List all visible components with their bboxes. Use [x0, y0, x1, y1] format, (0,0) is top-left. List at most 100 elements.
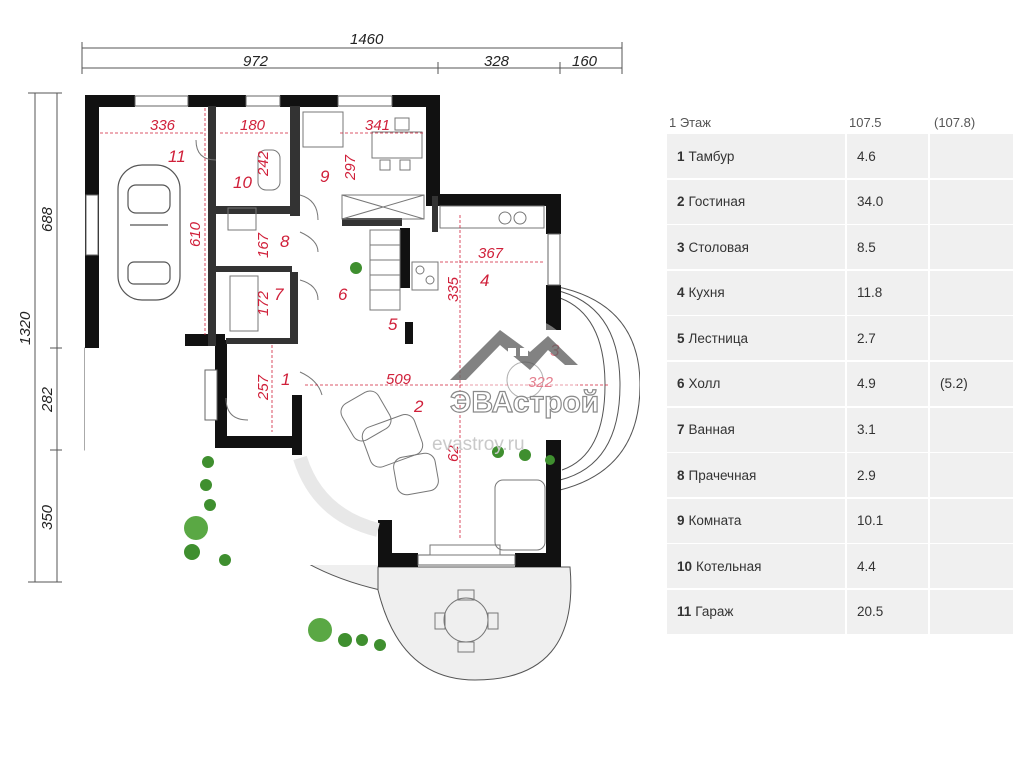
room-number: 3	[677, 239, 685, 255]
room-area-alt-cell	[930, 498, 1013, 543]
room-name: Лестница	[688, 330, 749, 346]
dim-height-part-2: 282	[39, 386, 56, 413]
dim-width-part-3: 160	[572, 53, 598, 70]
room-number: 11	[677, 604, 692, 620]
room-name: Столовая	[688, 239, 749, 255]
room-area: 4.9	[857, 376, 876, 392]
room-area-cell: 8.5	[847, 225, 928, 270]
room-number-10: 10	[233, 173, 252, 192]
total-area-alt: (107.8)	[934, 114, 976, 130]
dim-room-11-height: 610	[187, 221, 204, 247]
room-area: 3.1	[857, 422, 876, 438]
dim-height-part-1: 688	[39, 206, 56, 232]
room-name: Холл	[688, 376, 721, 392]
room-area-alt-cell	[930, 589, 1013, 634]
room-area: 8.5	[857, 239, 876, 255]
room-name: Гостиная	[688, 194, 746, 210]
room-number-6: 6	[338, 285, 348, 304]
windows	[85, 95, 561, 566]
dim-room-2-height: 62	[445, 445, 462, 462]
room-area-cell: 4.4	[847, 544, 928, 589]
floor-plan: 1460 972 328 160 1320 688 282 350	[17, 31, 640, 681]
left-dimensions	[28, 92, 62, 583]
top-dimensions	[81, 42, 623, 74]
room-number: 1	[677, 148, 685, 164]
room-name: Ванная	[688, 422, 735, 438]
room-name: Гараж	[695, 604, 734, 620]
dim-room-7-height: 172	[255, 290, 272, 316]
room-area: 2.9	[857, 467, 876, 483]
room-number-11: 11	[168, 147, 186, 166]
room-number: 8	[677, 467, 685, 483]
doors	[195, 139, 323, 421]
dim-room-4-width: 367	[478, 245, 504, 262]
room-number-2: 2	[413, 397, 424, 416]
room-number: 6	[677, 376, 685, 392]
dim-width-part-2: 328	[484, 53, 510, 70]
dim-room-9-height: 297	[342, 154, 359, 181]
room-area: 11.8	[857, 285, 883, 301]
dim-room-4-height: 335	[445, 276, 462, 302]
room-area-cell: 34.0	[847, 179, 928, 224]
room-area-alt-cell: (5.2)	[930, 361, 1013, 406]
watermark-site: evastroy.ru	[432, 434, 525, 455]
room-number: 4	[677, 285, 685, 301]
dim-width-part-1: 972	[243, 53, 269, 70]
dim-room-11-width: 336	[150, 117, 176, 134]
room-number-4: 4	[480, 271, 489, 290]
dim-total-height: 1320	[17, 311, 34, 345]
dim-room-2-width: 509	[386, 371, 412, 388]
room-number-5: 5	[388, 315, 398, 334]
room-area-cell: 2.9	[847, 453, 928, 498]
room-area-alt-cell	[930, 453, 1013, 498]
room-name: Тамбур	[688, 148, 735, 164]
car-icon	[117, 164, 181, 301]
room-name: Котельная	[696, 558, 762, 574]
room-area: 4.4	[857, 558, 876, 574]
dim-room-9-width: 341	[365, 117, 390, 134]
floor-label: 1 Этаж	[669, 114, 711, 130]
room-area: 34.0	[857, 194, 884, 210]
plant-icons	[184, 262, 555, 651]
room-area-cell: 10.1	[847, 498, 928, 543]
watermark-brand: ЭВАстрой	[450, 386, 599, 419]
room-area-cell: 4.6	[847, 134, 928, 178]
furniture	[227, 111, 546, 653]
dim-room-10-height: 242	[255, 150, 272, 177]
room-area: 10.1	[857, 513, 884, 529]
room-number-8: 8	[280, 232, 290, 251]
dim-room-10-width: 180	[240, 117, 266, 134]
dim-room-8-height: 167	[255, 232, 272, 258]
room-area: 2.7	[857, 330, 876, 346]
room-area-cell: 2.7	[847, 316, 928, 361]
room-name: Прачечная	[688, 467, 757, 483]
room-area-alt-cell	[930, 134, 1013, 178]
room-area: 20.5	[857, 604, 884, 620]
room-area-alt-cell	[930, 407, 1013, 452]
room-area-alt: (5.2)	[940, 376, 968, 392]
legend-header: 1 Этаж 107.5 (107.8)	[667, 110, 1017, 134]
room-name: Кухня	[688, 285, 725, 301]
room-area-cell: 4.9	[847, 361, 928, 406]
room-name: Комната	[688, 513, 742, 529]
room-area-cell: 3.1	[847, 407, 928, 452]
room-area-alt-cell	[930, 179, 1013, 224]
room-area-alt-cell	[930, 270, 1013, 315]
